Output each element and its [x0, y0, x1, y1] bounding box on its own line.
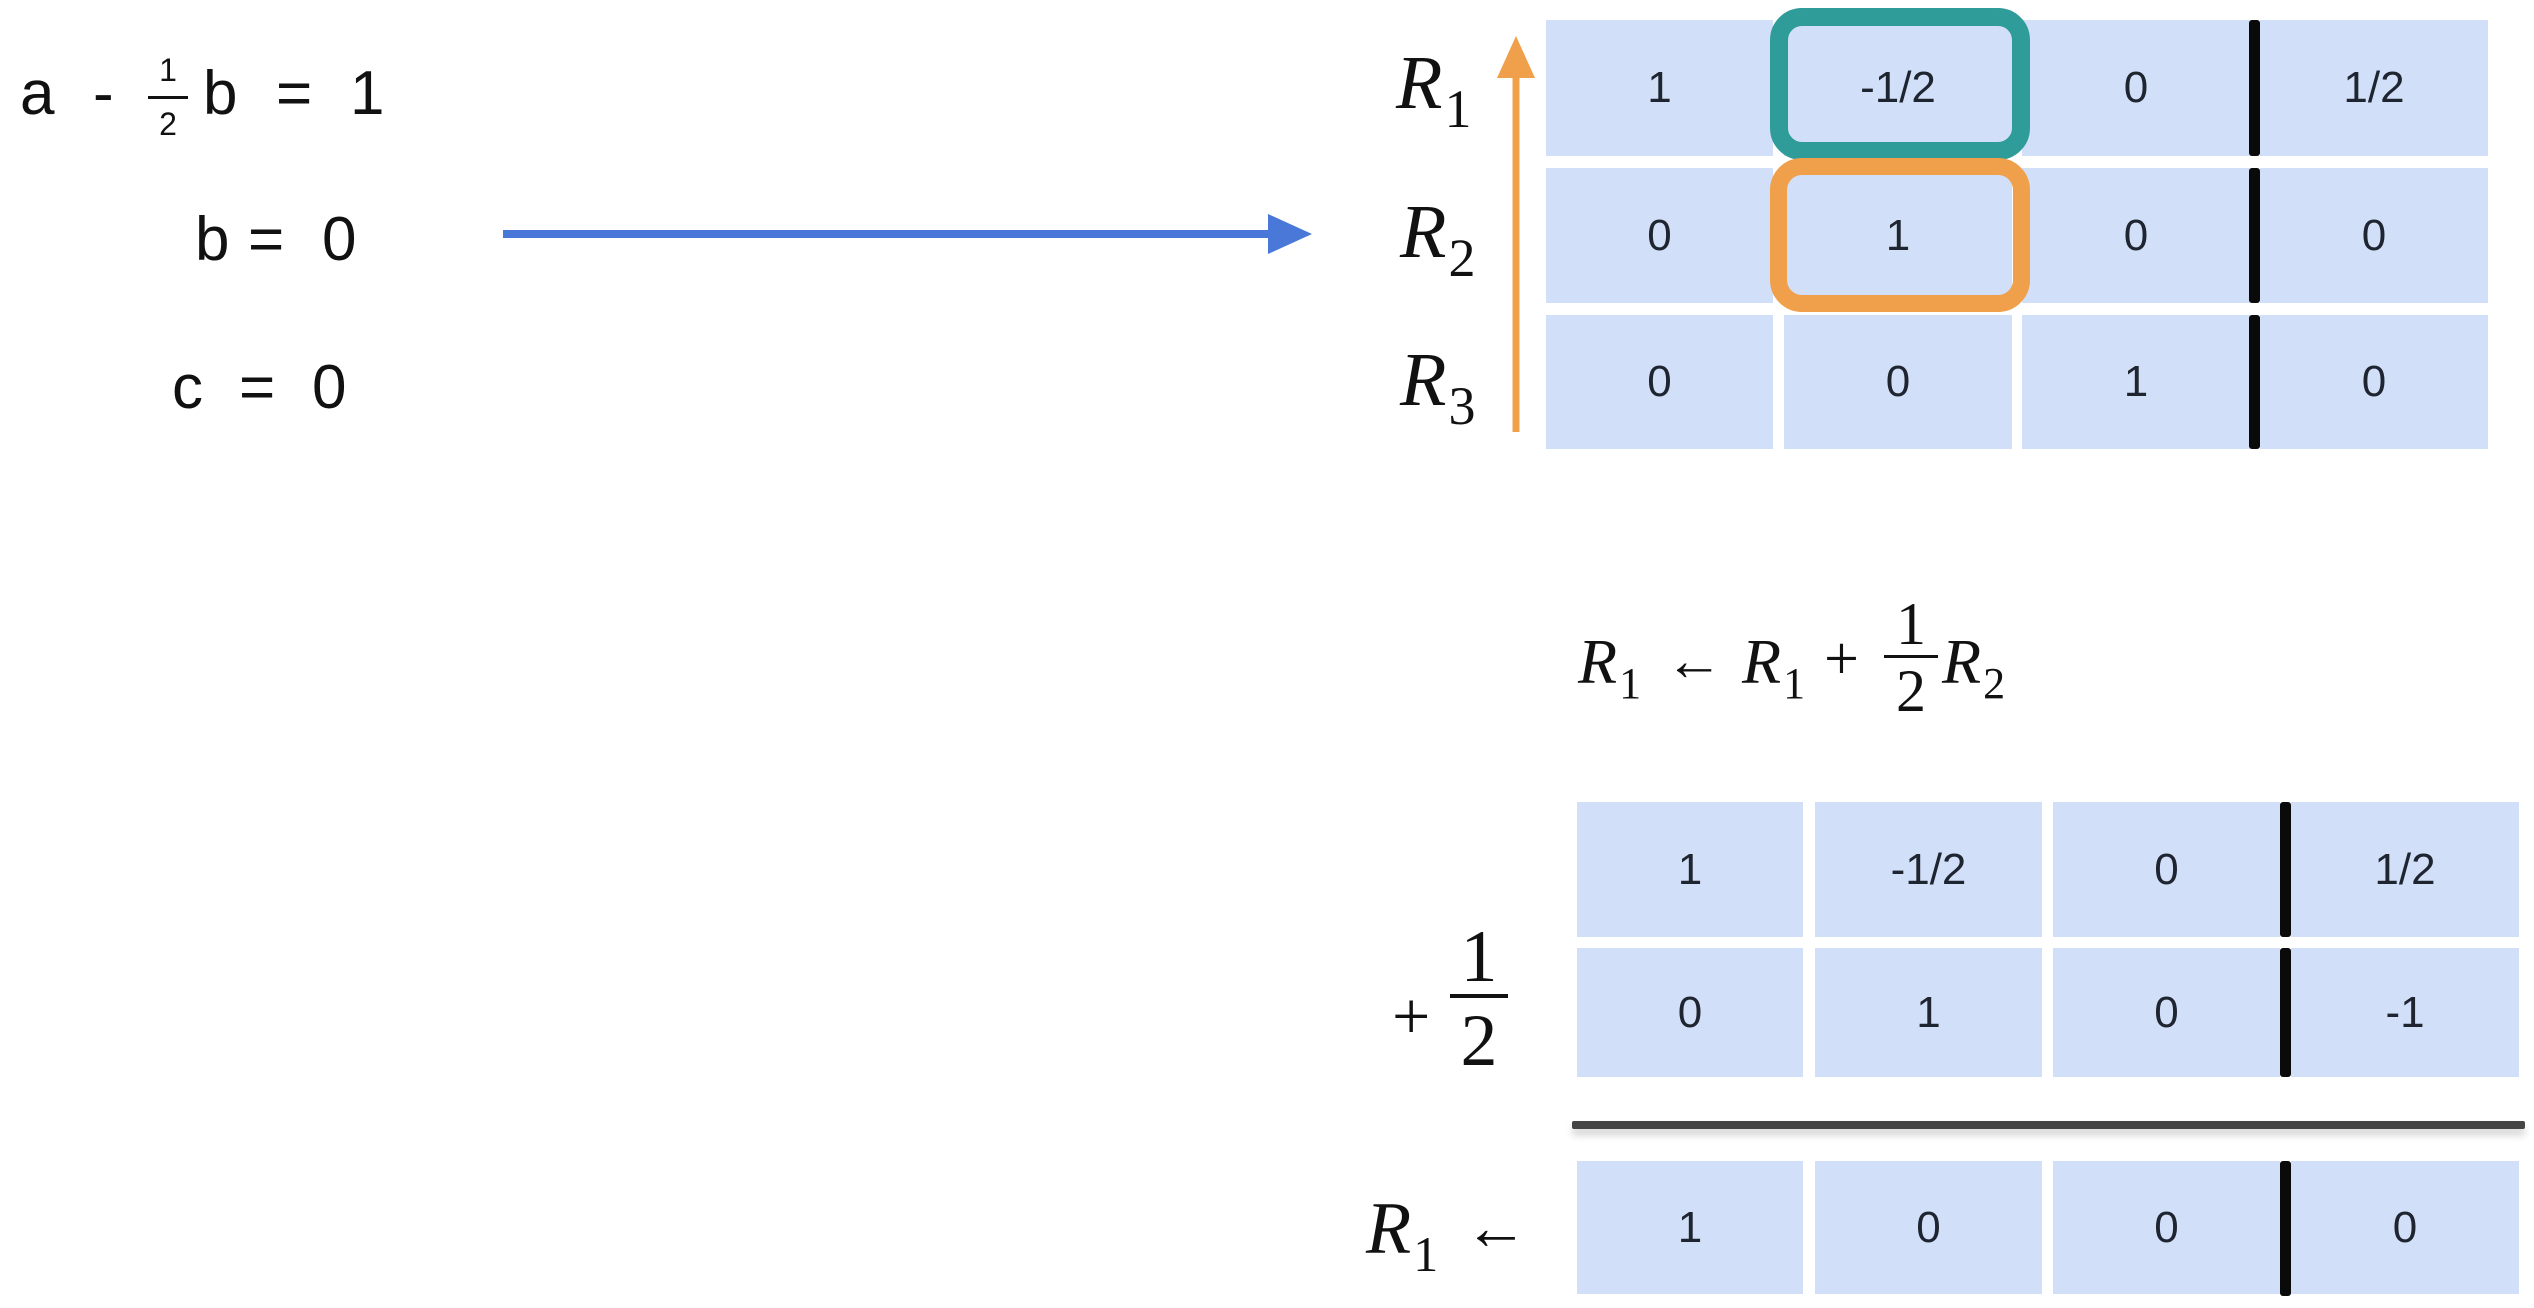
- sum-separator-line: [1572, 1121, 2525, 1129]
- formula-letter: R: [1942, 626, 1982, 697]
- pivot-highlight-orange: [1770, 158, 2030, 312]
- row-label-letter: R: [1400, 338, 1447, 422]
- formula-plus: +: [1824, 625, 1859, 693]
- eq1-rhs: 1: [350, 59, 385, 128]
- result-label-subscript: 1: [1413, 1225, 1439, 1282]
- right-arrow-icon: [503, 214, 1312, 254]
- augment-divider: [2249, 168, 2260, 303]
- formula-source-row: R1: [1742, 630, 1805, 706]
- eq1-fraction-bar: [148, 96, 188, 99]
- result-cell: 0: [1815, 1161, 2042, 1294]
- matrix-cell: 1: [1784, 168, 2012, 303]
- formula-letter: R: [1578, 626, 1618, 697]
- computation-cell: -1: [2291, 948, 2519, 1077]
- matrix-cell: 0: [1546, 168, 1773, 303]
- left-arrow-icon: ←: [1665, 628, 1723, 693]
- eq1-fraction-numerator: 1: [159, 52, 177, 88]
- pivot-highlight-teal: [1770, 8, 2030, 160]
- formula-other-row: R2: [1942, 630, 2005, 706]
- computation-cell: 0: [1577, 948, 1803, 1077]
- row-label-letter: R: [1400, 190, 1447, 274]
- result-row-label: R1: [1366, 1192, 1438, 1279]
- multiplier-numerator: 1: [1460, 916, 1498, 998]
- formula-fraction-bar: [1884, 655, 1938, 658]
- formula-subscript: 1: [1619, 659, 1642, 709]
- computation-cell: -1/2: [1815, 802, 2042, 937]
- matrix-cell: 1: [2022, 315, 2250, 449]
- eq1-var-a: a: [20, 59, 55, 128]
- formula-subscript: 2: [1983, 659, 2006, 709]
- augment-divider: [2280, 802, 2291, 937]
- matrix-cell: 0: [2260, 315, 2488, 449]
- row-label-r3: R3: [1400, 342, 1475, 433]
- eq3-equals: =: [239, 353, 276, 422]
- multiplier-fraction-bar: [1450, 994, 1508, 998]
- formula-fraction-half: 1 2: [1884, 594, 1938, 721]
- matrix-cell: -1/2: [1784, 20, 2012, 156]
- matrix-cell: 1: [1546, 20, 1773, 156]
- augment-divider: [2249, 315, 2260, 449]
- formula-target-row: R1: [1578, 630, 1641, 706]
- eq3-rhs: 0: [312, 353, 347, 422]
- eq3-var-c: c: [172, 353, 203, 422]
- row-label-letter: R: [1396, 41, 1443, 125]
- eq1-var-b: b: [203, 59, 238, 128]
- arrow-head: [1268, 214, 1312, 254]
- result-cell: 1: [1577, 1161, 1803, 1294]
- matrix-cell: 0: [2022, 168, 2250, 303]
- result-cell: 0: [2291, 1161, 2519, 1294]
- row-label-subscript: 2: [1448, 227, 1476, 288]
- matrix-cell: 0: [2260, 168, 2488, 303]
- multiplier-plus: +: [1392, 978, 1431, 1054]
- row-label-r2: R2: [1400, 194, 1475, 285]
- eq1-fraction-denominator: 2: [159, 106, 177, 142]
- eq2-rhs: 0: [322, 205, 357, 274]
- computation-cell: 1: [1815, 948, 2042, 1077]
- augment-divider: [2280, 1161, 2291, 1296]
- computation-cell: 1: [1577, 802, 1803, 937]
- eq2-var-b: b: [195, 205, 230, 274]
- eq1-fraction-half: 1 2: [148, 54, 188, 140]
- up-arrow-head: [1497, 36, 1535, 78]
- formula-letter: R: [1742, 626, 1782, 697]
- multiplier-denominator: 2: [1460, 1000, 1498, 1082]
- computation-cell: 1/2: [2291, 802, 2519, 937]
- eq1-minus: -: [93, 59, 114, 128]
- result-label-letter: R: [1366, 1188, 1412, 1270]
- result-cell: 0: [2053, 1161, 2280, 1294]
- matrix-cell: 0: [2022, 20, 2250, 156]
- augment-divider: [2280, 948, 2291, 1077]
- up-arrow-icon: [1497, 36, 1535, 432]
- row-label-subscript: 1: [1444, 78, 1472, 139]
- matrix-cell: 0: [1546, 315, 1773, 449]
- computation-cell: 0: [2053, 802, 2280, 937]
- eq2-equals: =: [248, 205, 285, 274]
- matrix-cell: 0: [1784, 315, 2012, 449]
- matrix-cell: 1/2: [2260, 20, 2488, 156]
- multiplier-fraction-half: 1 2: [1450, 920, 1508, 1078]
- augment-divider: [2249, 20, 2260, 156]
- row-label-subscript: 3: [1448, 375, 1476, 436]
- formula-fraction-denominator: 2: [1896, 658, 1926, 724]
- formula-subscript: 1: [1783, 659, 1806, 709]
- eq1-equals: =: [276, 59, 313, 128]
- left-arrow-icon: ←: [1464, 1192, 1528, 1263]
- formula-fraction-numerator: 1: [1896, 591, 1926, 657]
- computation-cell: 0: [2053, 948, 2280, 1077]
- row-label-r1: R1: [1396, 45, 1471, 136]
